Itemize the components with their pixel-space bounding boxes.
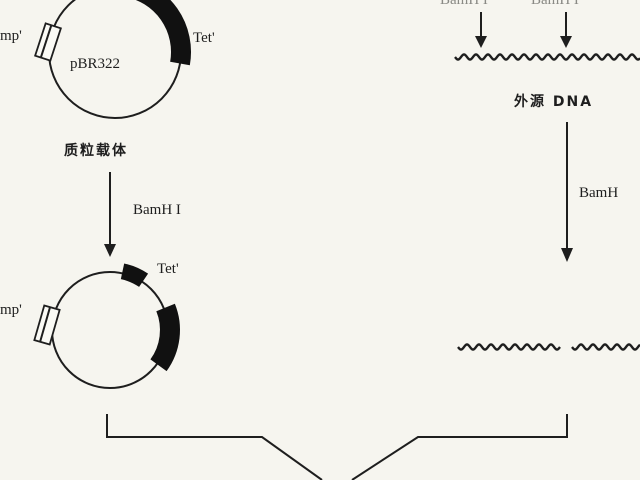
foreign-dna-label: 外源 DNA: [514, 93, 593, 110]
right-digest-arrow: BamH: [561, 122, 618, 262]
right-enzyme-label: BamH: [579, 185, 618, 201]
vector-caption: 质粒载体: [64, 142, 128, 159]
ligation-bracket: [106, 414, 568, 480]
tet-label-cut: Tet': [157, 261, 179, 277]
tet-label-top: Tet': [193, 30, 215, 46]
right-arrow-head: [561, 248, 573, 262]
amp-gene-inner-line: [39, 24, 53, 58]
dna-fragment-left: [457, 343, 561, 351]
amp-gene-box-cut: [33, 304, 61, 346]
left-digest-arrow: BamH I: [104, 172, 181, 257]
cut-site-arrow-1-head: [475, 36, 487, 48]
cut-plasmid: Tet' mp': [0, 261, 180, 389]
amp-label-top: mp': [0, 28, 22, 44]
tet-fragment-large: [150, 303, 180, 372]
top-enzyme-label-1: BamH I: [440, 0, 488, 8]
amp-gene-outer: [34, 22, 62, 62]
left-arrow-head: [104, 244, 116, 257]
amp-gene-outer-cut: [33, 304, 61, 346]
bracket-right: [351, 414, 568, 480]
bracket-left: [106, 414, 323, 480]
plasmid-vector: pBR322 mp' Tet' 质粒载体: [0, 0, 215, 159]
dna-fragment-right: [571, 343, 640, 351]
cut-site-arrow-2-head: [560, 36, 572, 48]
left-enzyme-label: BamH I: [133, 202, 181, 218]
amp-gene-box: [34, 22, 62, 62]
cut-plasmid-ring: [51, 271, 169, 389]
foreign-dna-strand: [454, 53, 640, 61]
tet-fragment-small: [120, 263, 149, 288]
foreign-dna-block: BamH I BamH I 外源 DNA: [440, 0, 640, 110]
amp-label-cut: mp': [0, 302, 22, 318]
tet-gene-segment: [135, 0, 191, 66]
plasmid-name: pBR322: [70, 56, 120, 72]
amp-gene-inner-line-cut: [39, 306, 52, 343]
cut-dna-fragments: [457, 343, 640, 351]
top-enzyme-label-2: BamH I: [531, 0, 579, 8]
